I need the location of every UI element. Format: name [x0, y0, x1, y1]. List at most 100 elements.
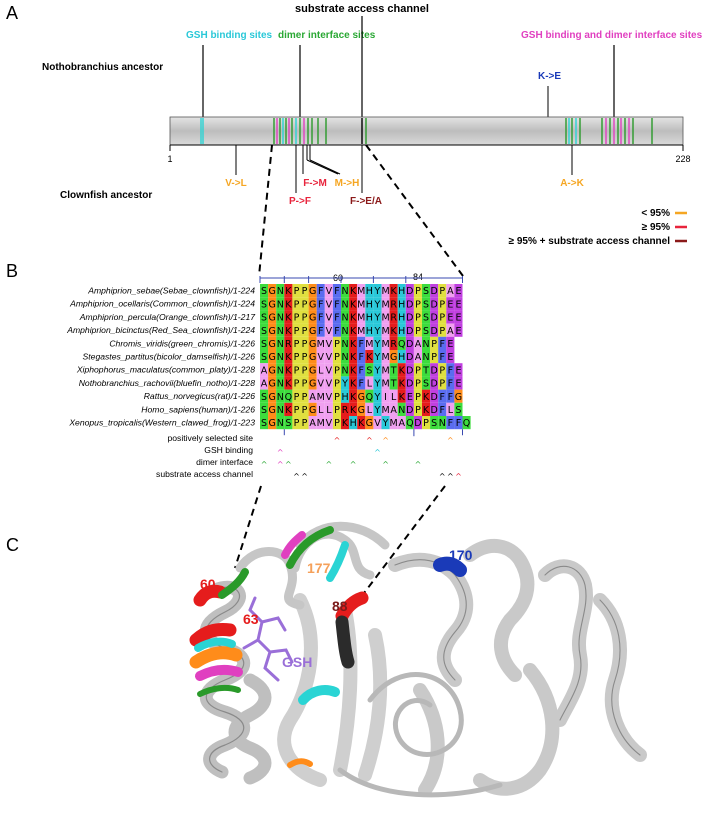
residue-170-label: 170: [449, 547, 473, 563]
residue-cell: [292, 389, 301, 403]
residue-cell: [446, 284, 455, 298]
residue-letter: S: [261, 339, 267, 350]
residue-cell: [381, 284, 390, 298]
residue-cell: [454, 402, 463, 416]
residue-letter: T: [390, 379, 397, 390]
residue-cell: [373, 323, 382, 337]
residue-letter: F: [448, 418, 453, 429]
residue-letter: F: [318, 326, 323, 337]
residue-letter: H: [398, 299, 405, 310]
residue-letter: D: [430, 379, 437, 390]
residue-letter: S: [261, 326, 267, 337]
residue-cell: [300, 323, 309, 337]
residue-cell: [308, 402, 317, 416]
residue-cell: [276, 376, 285, 390]
species-name: Amphiprion_percula(Orange_clownfish)/1-2…: [79, 312, 257, 322]
residue-letter: F: [318, 313, 323, 324]
residue-letter: P: [439, 299, 445, 310]
residue-cell: [332, 284, 341, 298]
residue-letter: V: [374, 418, 381, 429]
residue-cell: [397, 416, 406, 430]
residue-letter: Y: [374, 313, 381, 324]
residue-letter: A: [261, 365, 268, 376]
residue-letter: G: [309, 299, 316, 310]
residue-cell: [349, 310, 358, 324]
residue-letter: D: [430, 405, 437, 416]
residue-letter: Y: [374, 286, 381, 297]
residue-cell: [422, 297, 431, 311]
residue-letter: N: [341, 299, 348, 310]
residue-letter: L: [326, 405, 332, 416]
residue-cell: [292, 310, 301, 324]
residue-cell: [324, 297, 333, 311]
species-names: Amphiprion_sebae(Sebae_clownfish)/1-224A…: [66, 286, 256, 428]
residue-cell: [292, 376, 301, 390]
residue-letter: N: [341, 326, 348, 337]
residue-letter: K: [285, 286, 292, 297]
residue-letter: N: [439, 418, 446, 429]
residue-cell: [454, 323, 463, 337]
residue-letter: P: [302, 405, 308, 416]
residue-letter: F: [440, 352, 445, 363]
residue-letter: E: [455, 286, 461, 297]
residue-letter: S: [423, 326, 429, 337]
residue-cell: [373, 376, 382, 390]
residue-cell: [430, 284, 439, 298]
residue-cell: [446, 336, 455, 350]
gsh-sites-label: GSH binding sites: [186, 30, 273, 41]
residue-letter: K: [285, 379, 292, 390]
residue-letter: M: [381, 313, 389, 324]
residue-cell: [357, 376, 366, 390]
residue-cell: [462, 416, 471, 430]
residue-letter: K: [350, 365, 357, 376]
residue-letter: P: [334, 418, 340, 429]
residue-letter: G: [309, 339, 316, 350]
residue-cell: [292, 350, 301, 364]
residue-cell: [454, 376, 463, 390]
residue-cell: [405, 336, 414, 350]
residue-cell: [413, 416, 422, 430]
residue-cell: [397, 350, 406, 364]
residue-letter: P: [334, 365, 340, 376]
residue-letter: R: [390, 299, 397, 310]
residue-cell: [405, 402, 414, 416]
clownfish-ancestor-label: Clownfish ancestor: [60, 190, 152, 201]
residue-letter: F: [334, 286, 339, 297]
residue-cell: [276, 310, 285, 324]
residue-letter: Y: [374, 379, 381, 390]
residue-letter: D: [406, 299, 413, 310]
residue-cell: [332, 416, 341, 430]
residue-cell: [454, 284, 463, 298]
residue-cell: [260, 389, 269, 403]
residue-letter: M: [381, 352, 389, 363]
residue-cell: [381, 310, 390, 324]
residue-letter: K: [366, 352, 373, 363]
residue-letter: G: [268, 286, 275, 297]
residue-cell: [446, 350, 455, 364]
residue-cell: [316, 336, 325, 350]
residue-letter: T: [422, 365, 429, 376]
residue-letter: A: [415, 352, 422, 363]
dimer-sites-label: dimer interface sites: [278, 30, 376, 41]
residue-letter: G: [358, 405, 365, 416]
panel-b-letter: B: [6, 261, 18, 281]
residue-cell: [430, 350, 439, 364]
residue-cell: [381, 323, 390, 337]
residue-cell: [413, 363, 422, 377]
residue-letter: M: [381, 379, 389, 390]
track-label: GSH binding: [204, 445, 253, 455]
residue-letter: P: [334, 405, 340, 416]
species-name: Nothobranchius_rachovii(bluefin_notho)/1…: [79, 378, 256, 388]
residue-letter: P: [415, 392, 421, 403]
residue-cell: [405, 297, 414, 311]
residue-cell: [349, 284, 358, 298]
residue-cell: [422, 323, 431, 337]
residue-cell: [292, 284, 301, 298]
residue-letter: E: [447, 339, 453, 350]
mutation-p-f: P->F: [289, 196, 311, 207]
residue-letter: T: [390, 365, 397, 376]
residue-letter: M: [317, 418, 325, 429]
residue-cell: [438, 297, 447, 311]
residue-cell: [389, 336, 398, 350]
